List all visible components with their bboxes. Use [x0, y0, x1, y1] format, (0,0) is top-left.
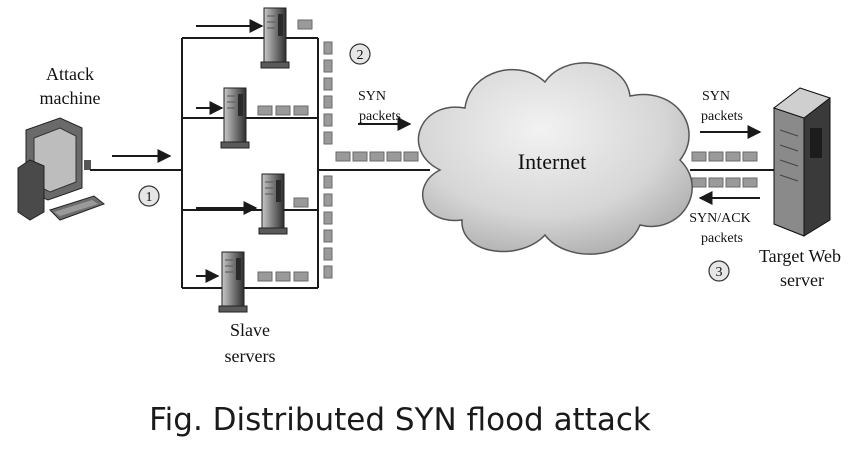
flow-arrows	[112, 19, 762, 283]
synack-packets-line2: packets	[701, 231, 743, 246]
syn-packets-right-line1: SYN	[702, 89, 730, 104]
target-server-label-line1: Target Web	[759, 246, 841, 266]
step-3-marker: 3	[708, 260, 730, 282]
internet-cloud-icon	[417, 62, 693, 255]
slave-server-icon	[218, 251, 248, 313]
step-1-marker: 1	[138, 185, 160, 207]
svg-text:2: 2	[357, 48, 364, 63]
slave-servers-label-line2: servers	[225, 346, 276, 366]
attack-machine-icon	[17, 117, 106, 221]
synack-packets-line1: SYN/ACK	[689, 211, 750, 226]
ddos-diagram: 1 2 3 Attack machine SYN packets Interne…	[17, 7, 841, 366]
syn-packets-right-line2: packets	[701, 109, 743, 124]
step-2-marker: 2	[349, 43, 371, 65]
slave-server-icon	[258, 173, 288, 235]
svg-text:3: 3	[716, 265, 723, 280]
svg-text:1: 1	[146, 190, 153, 205]
packets	[257, 19, 758, 282]
attack-machine-label-line2: machine	[40, 88, 101, 108]
figure-caption: Fig. Distributed SYN flood attack	[149, 402, 651, 438]
target-server-label-line2: server	[780, 270, 824, 290]
slave-server-icon	[260, 7, 290, 69]
syn-packets-left-line2: packets	[359, 109, 401, 124]
slave-servers-label-line1: Slave	[230, 320, 270, 340]
slave-servers	[218, 7, 290, 313]
syn-packets-left-line1: SYN	[358, 89, 386, 104]
network-lines	[90, 37, 774, 289]
target-server-icon	[772, 87, 832, 237]
internet-label: Internet	[518, 149, 586, 174]
slave-server-icon	[220, 87, 250, 149]
attack-machine-label-line1: Attack	[46, 64, 94, 84]
